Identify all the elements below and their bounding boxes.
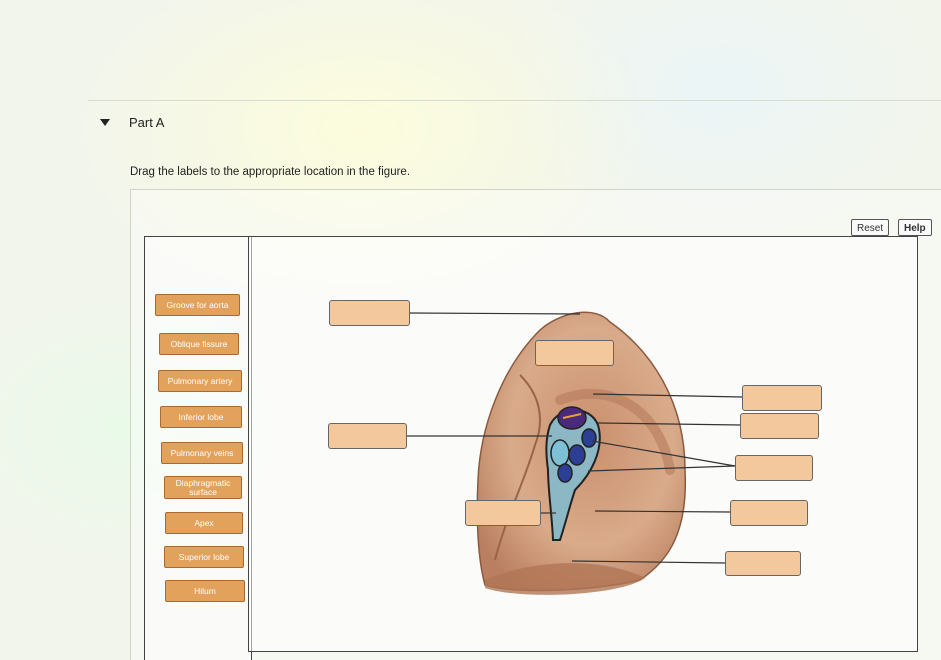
oblique-fissure-line (494, 374, 541, 561)
help-button[interactable]: Help (898, 219, 932, 236)
drop-target-1[interactable] (329, 300, 410, 326)
reset-button[interactable]: Reset (851, 219, 890, 236)
leader-line (587, 465, 736, 472)
collapse-triangle-icon[interactable] (100, 119, 110, 126)
section-divider (88, 100, 941, 101)
drop-target-4[interactable] (465, 500, 541, 526)
part-title: Part A (129, 115, 165, 130)
aortic-groove (555, 388, 675, 475)
leader-line (594, 510, 731, 513)
leader-line (592, 393, 743, 398)
label-groove-for-aorta[interactable]: Groove for aorta (155, 294, 240, 316)
label-hilum[interactable]: Hilum (165, 580, 245, 602)
drop-target-2[interactable] (535, 340, 614, 366)
drop-target-3[interactable] (328, 423, 407, 449)
pulmonary-vein-upper (581, 428, 597, 448)
label-pulmonary-veins[interactable]: Pulmonary veins (161, 442, 243, 464)
drop-target-8[interactable] (730, 500, 808, 526)
drop-target-9[interactable] (725, 551, 801, 576)
diaphragmatic-base (485, 563, 645, 595)
label-apex[interactable]: Apex (165, 512, 243, 534)
instruction-text: Drag the labels to the appropriate locat… (130, 166, 411, 178)
drop-target-6[interactable] (740, 413, 819, 439)
label-superior-lobe[interactable]: Superior lobe (164, 546, 244, 568)
pulmonary-vein-middle (568, 444, 586, 466)
leader-line (597, 422, 741, 426)
leader-line (408, 312, 581, 315)
artery-lumen-mark (562, 413, 582, 419)
label-inferior-lobe[interactable]: Inferior lobe (160, 406, 242, 428)
pulmonary-artery-vessel (557, 406, 587, 430)
label-oblique-fissure[interactable]: Oblique fissure (159, 333, 239, 355)
label-pulmonary-artery[interactable]: Pulmonary artery (158, 370, 242, 392)
pulmonary-vein-lower (557, 463, 573, 483)
leader-line (571, 560, 726, 564)
label-diaphragmatic-surface[interactable]: Diaphragmatic surface (164, 476, 242, 499)
leader-lines (406, 312, 743, 564)
bronchus (550, 439, 570, 467)
drop-target-7[interactable] (735, 455, 813, 481)
drop-target-5[interactable] (742, 385, 822, 411)
leader-line (591, 440, 736, 467)
